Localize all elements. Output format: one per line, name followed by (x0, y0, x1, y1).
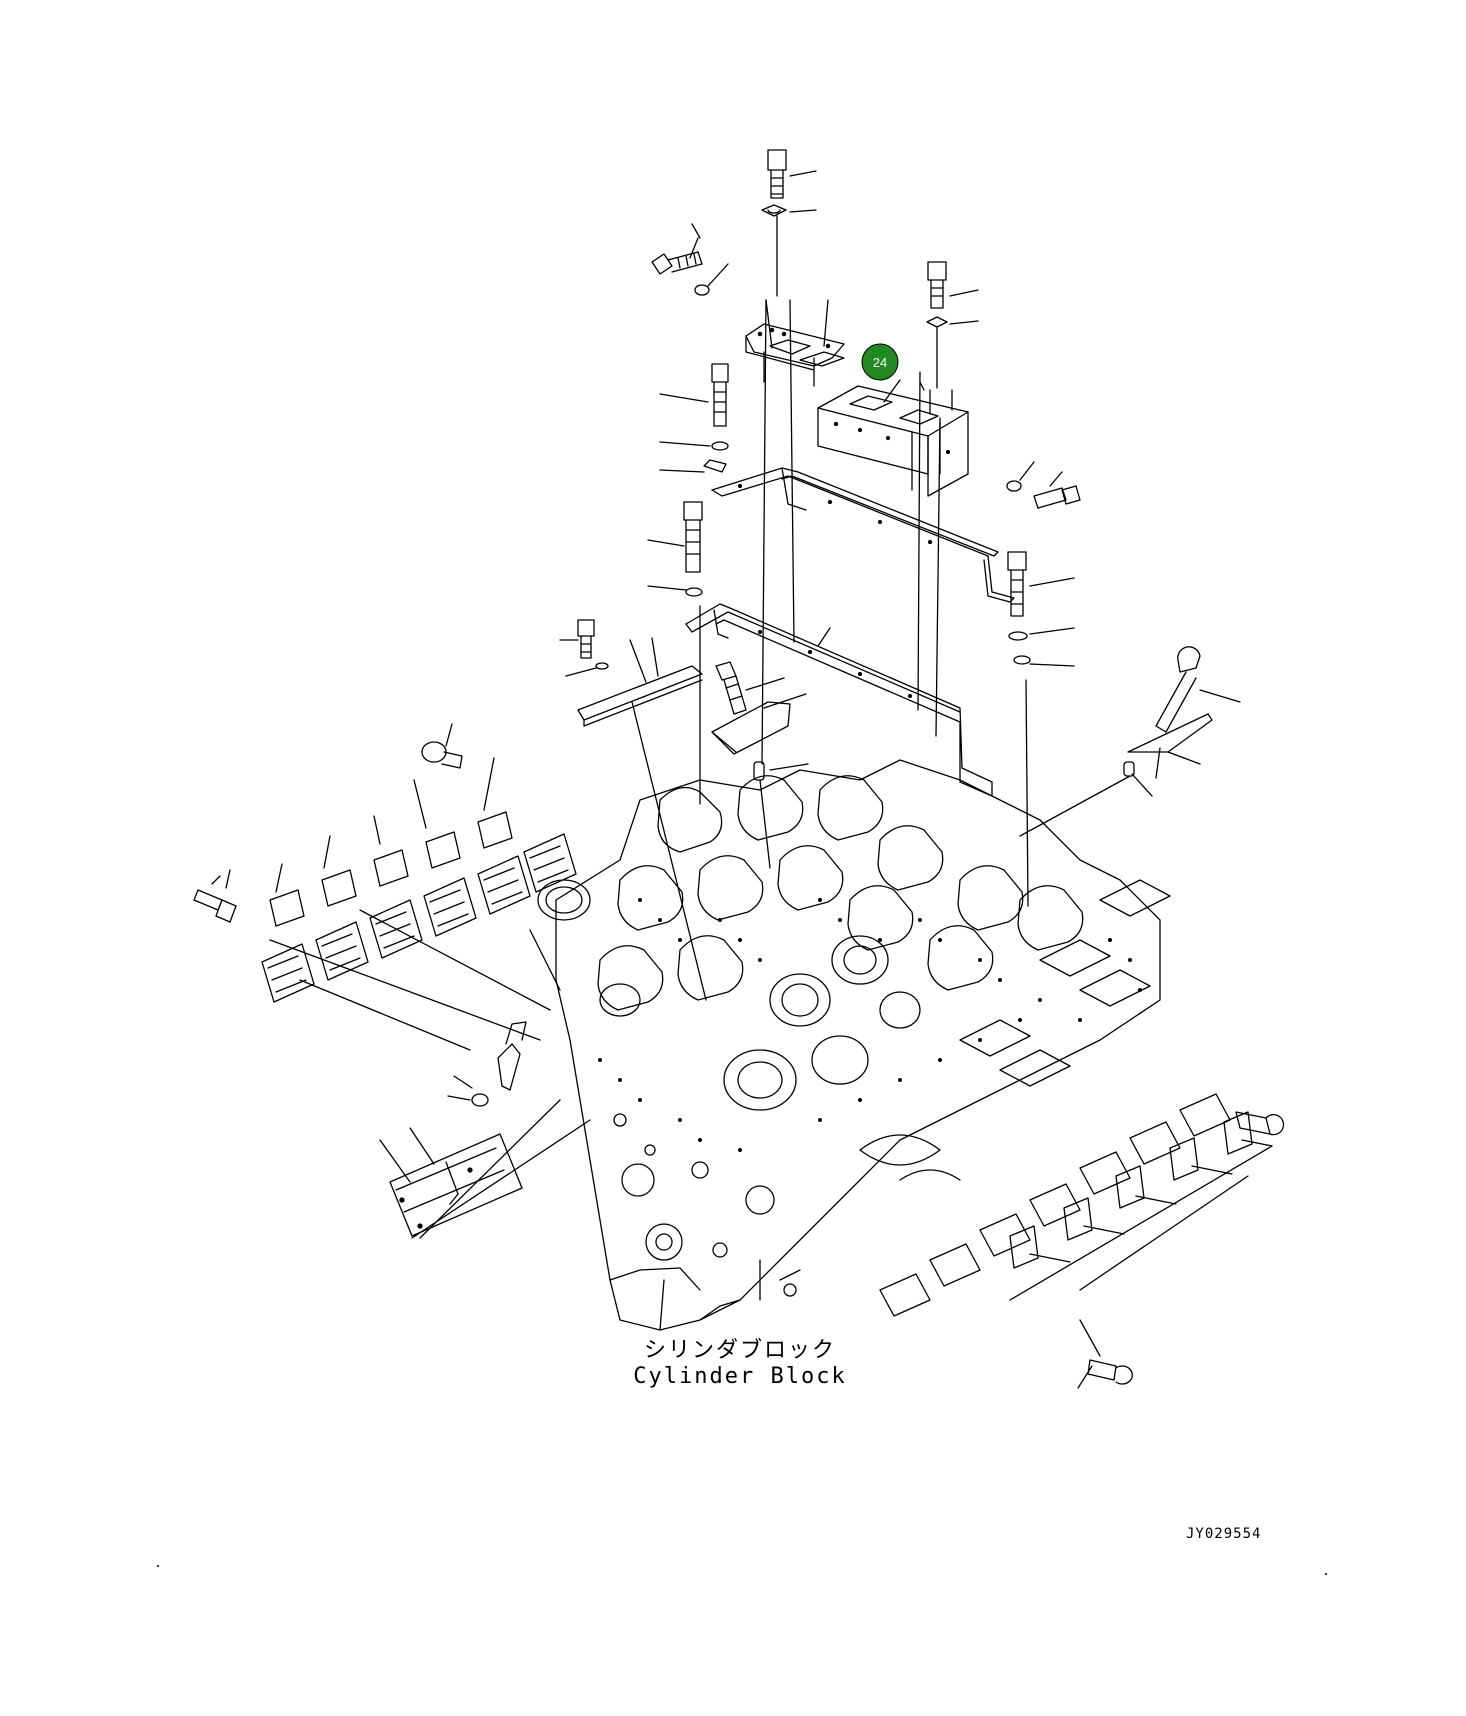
left-gasket-row (261, 833, 577, 1003)
turbo-housings (537, 879, 921, 1111)
lower-support-rail (685, 603, 993, 797)
left-cover-row (269, 757, 513, 927)
registration-mark-right (1325, 1573, 1327, 1575)
center-bolt-b (647, 501, 703, 597)
right-lower-gaskets (879, 1093, 1231, 1317)
center-clip-bolt (711, 661, 809, 869)
drawing-id: JY029554 (1186, 1526, 1262, 1542)
right-top-bolt (926, 261, 979, 389)
upper-bracket-plate (745, 299, 845, 387)
registration-mark-left (157, 1565, 159, 1567)
right-head-row (959, 879, 1171, 1087)
left-small-bolt (559, 619, 609, 677)
vertical-leaders (699, 299, 1029, 907)
right-lower-covers (1009, 1111, 1273, 1301)
caption-english: Cylinder Block (633, 1364, 847, 1389)
far-right-bracket (1019, 646, 1241, 837)
cylinder-block-caption: シリンダブロック Cylinder Block (620, 1338, 860, 1390)
caption-japanese: シリンダブロック (643, 1338, 836, 1363)
top-bolt-assembly (761, 149, 817, 297)
callout-24-badge[interactable] (861, 343, 899, 381)
left-side-bolt (651, 223, 729, 296)
center-bolt-a (659, 363, 729, 473)
upper-bracket-box (817, 379, 969, 497)
callout-24-label[interactable]: 24 (873, 355, 887, 370)
left-flange-bolt (421, 723, 463, 769)
left-heat-shield (577, 637, 707, 1001)
right-lower-bolt (1235, 1111, 1285, 1136)
right-long-bolt (1007, 551, 1075, 667)
callout-24[interactable]: 24 (861, 343, 899, 381)
crankcase-details (613, 1113, 961, 1301)
cylinder-heads (597, 775, 1084, 1011)
block-bolt-dots (598, 898, 1142, 1152)
left-sensor (193, 869, 237, 923)
left-leader-lines (269, 909, 561, 1051)
cylinder-block (537, 759, 1171, 1331)
lower-left-cover-plate (379, 1021, 591, 1239)
upper-support-rail (711, 467, 1015, 603)
bottom-right-bolt (1077, 1319, 1133, 1389)
right-side-bolt (1006, 461, 1081, 509)
